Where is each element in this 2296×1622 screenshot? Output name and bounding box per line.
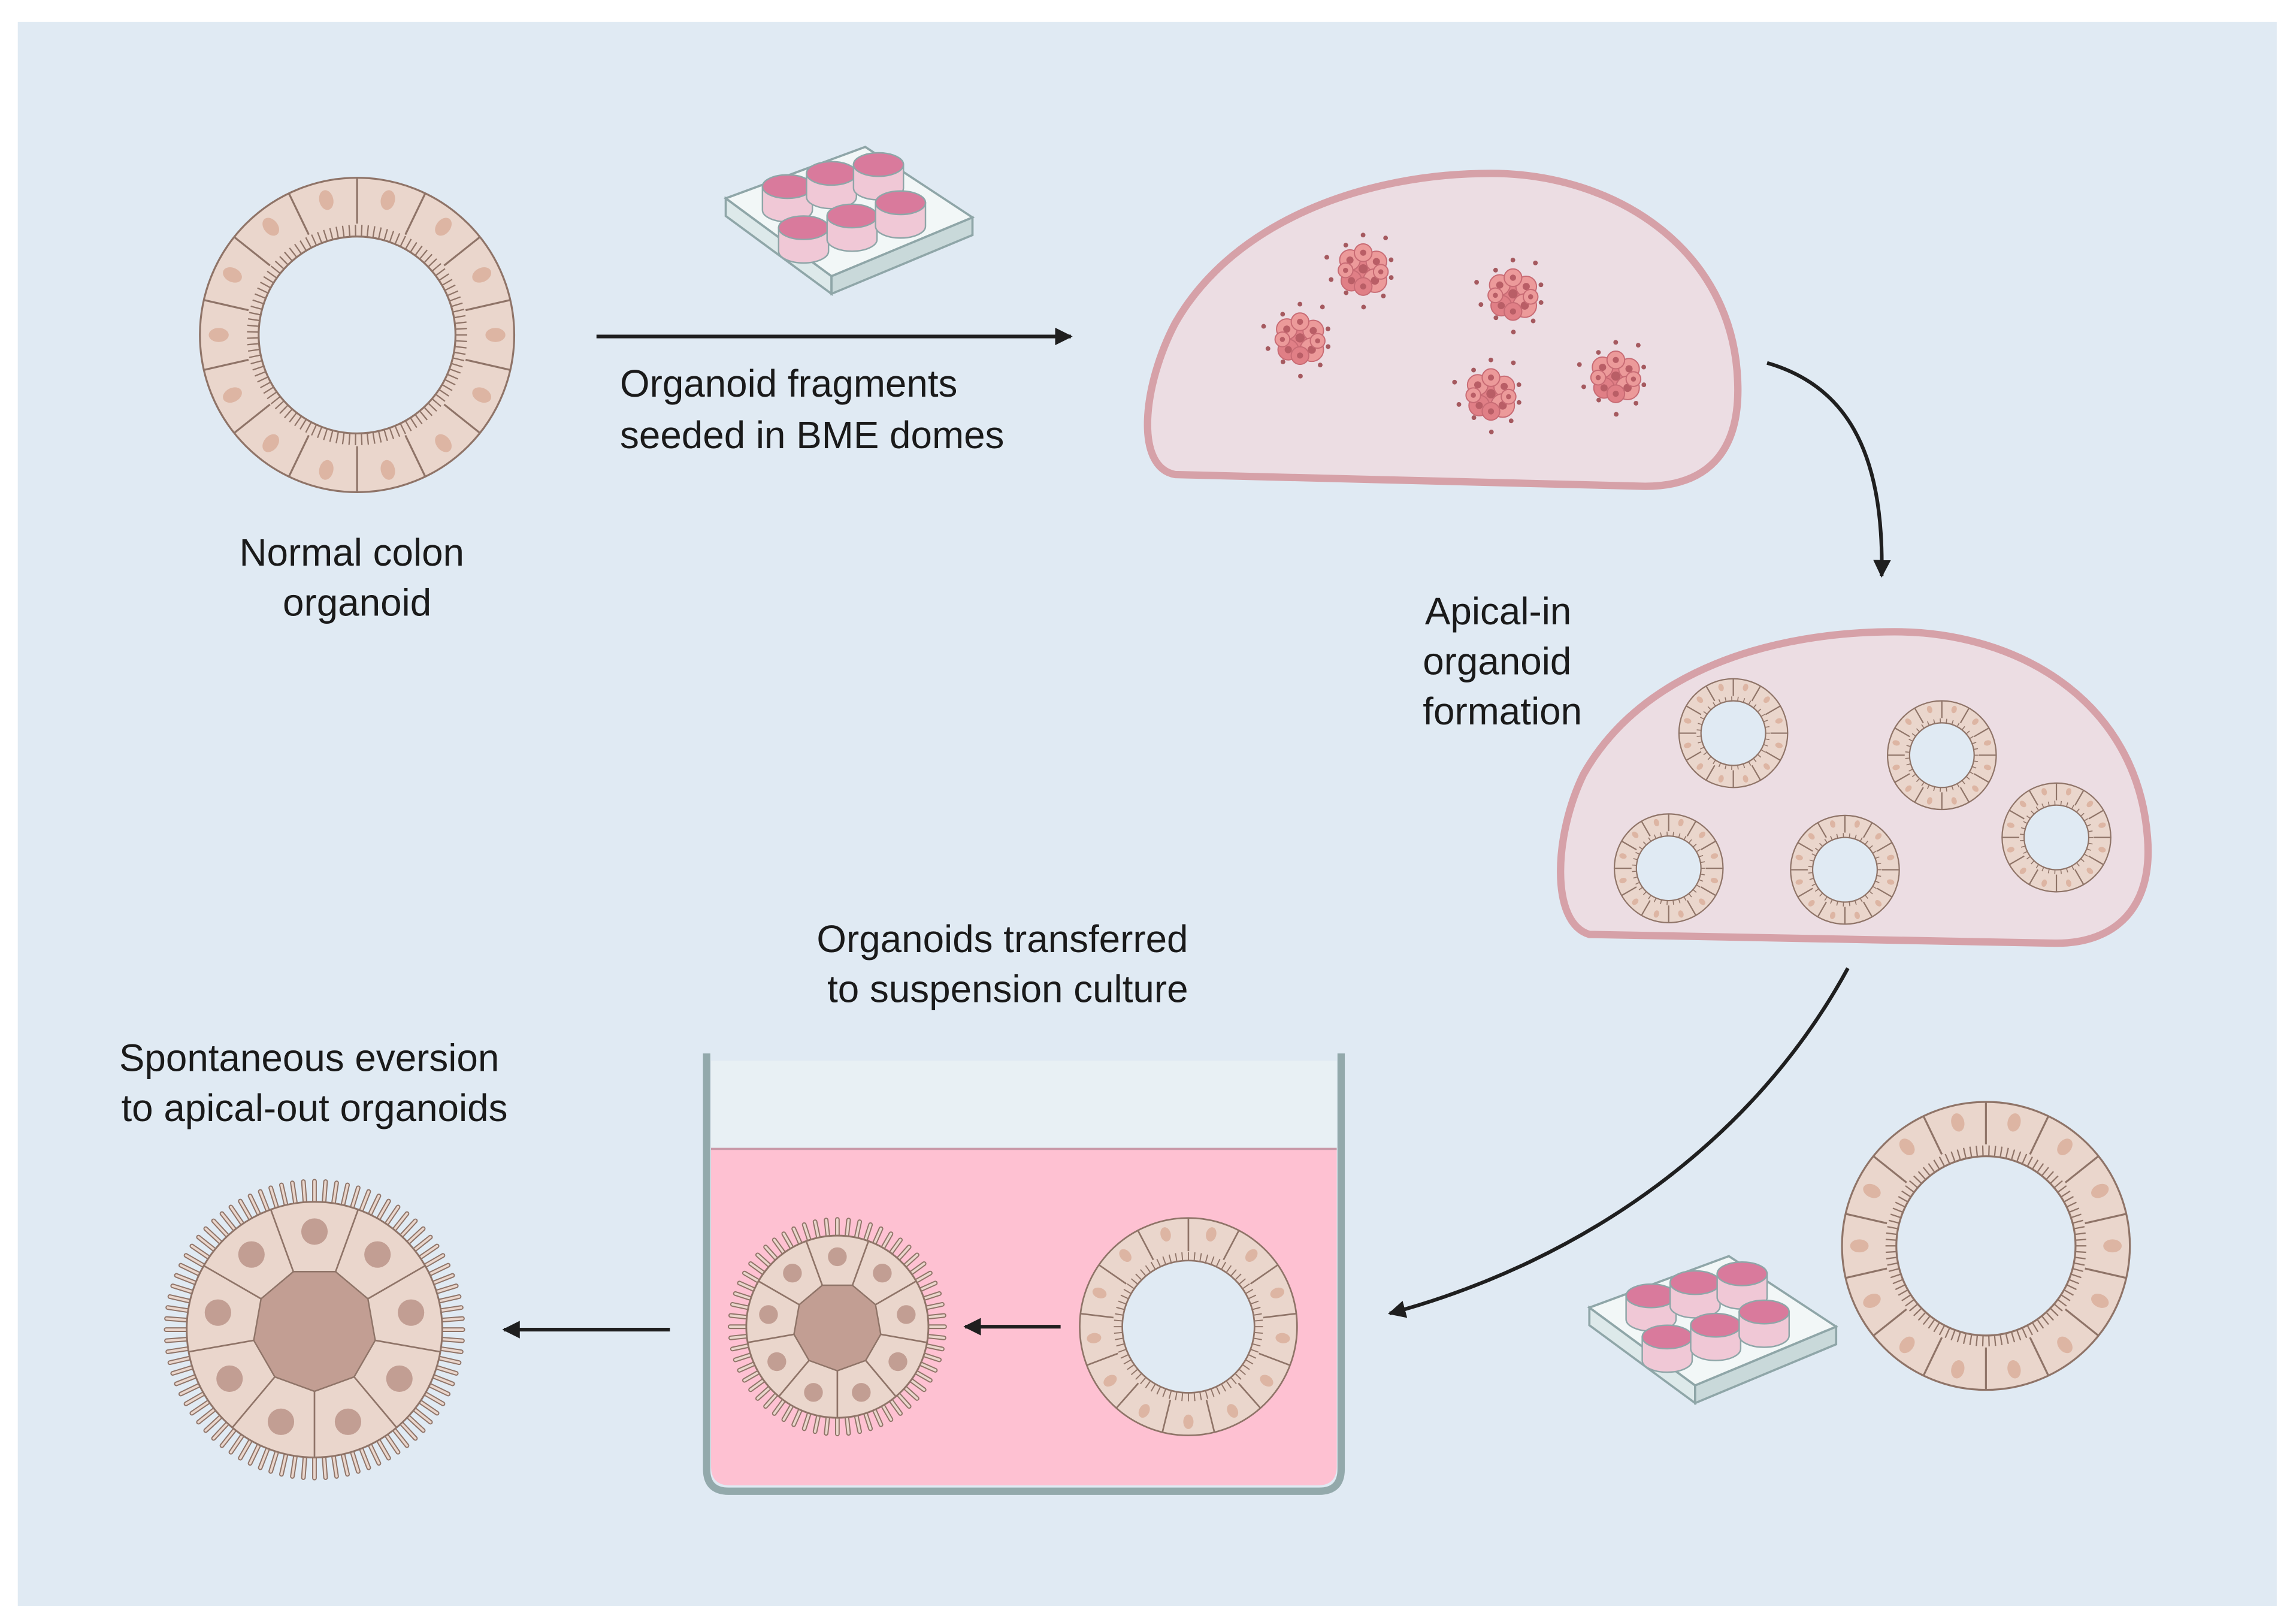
bme-dome <box>1144 170 1742 490</box>
normal-organoid-label: Normal colon organoid <box>239 531 474 624</box>
transfer-label: Organoids transferred to suspension cult… <box>816 917 1199 1010</box>
suspension-culture-container <box>703 1053 1345 1495</box>
normal-organoid-icon <box>199 177 516 494</box>
bme-dome-with-organoids <box>1557 628 2152 947</box>
formation-arrow <box>1766 361 1891 578</box>
container-wall <box>703 1053 1345 1495</box>
bme-dome-with-fragments <box>1144 170 1742 490</box>
air-space <box>711 1061 1337 1149</box>
seeding-label: Organoid fragments seeded in BME domes <box>620 362 1004 457</box>
eversion-label: Spontaneous eversion to apical-out organ… <box>119 1037 510 1129</box>
apical-in-label: Apical-in organoid formation <box>1423 590 1582 733</box>
apical-in-organoid-icon <box>1841 1101 2131 1391</box>
culture-plate-icon <box>723 146 975 297</box>
culture-plate-icon <box>1587 1255 1839 1406</box>
apical-out-organoid-icon <box>164 1179 465 1481</box>
transfer-arrow <box>1388 967 1850 1318</box>
